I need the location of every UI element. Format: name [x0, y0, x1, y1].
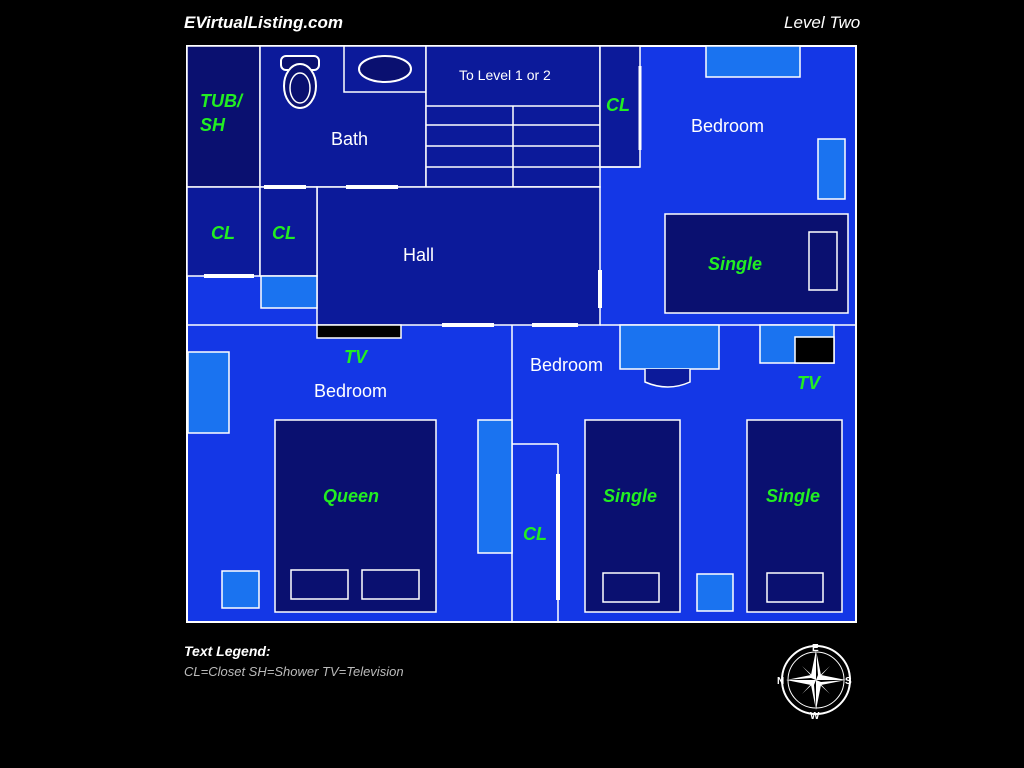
legend-text: CL=Closet SH=Shower TV=Television: [184, 664, 404, 679]
closet-top: [599, 45, 641, 168]
beds: [274, 213, 849, 613]
tv-right-unit: [794, 336, 835, 364]
closet-left-1-label: CL: [211, 223, 235, 243]
compass-e: E: [812, 643, 819, 654]
bedroom-sw-label: Bedroom: [314, 381, 387, 401]
bedroom-ne-label: Bedroom: [691, 116, 764, 136]
closet-left-2-label: CL: [272, 223, 296, 243]
site-title: EVirtualListing.com: [184, 13, 344, 32]
closet-bottom-label: CL: [523, 524, 547, 544]
compass-w: W: [810, 711, 820, 722]
hall-label: Hall: [403, 245, 434, 265]
tv-left-unit: [316, 324, 402, 339]
tub-label-1: TUB/: [200, 91, 244, 111]
legend-title: Text Legend:: [184, 643, 271, 659]
single-2-label: Single: [766, 486, 820, 506]
furniture: [187, 45, 846, 612]
tub-label-2: SH: [200, 115, 226, 135]
toilet-icon: [280, 55, 320, 109]
sink-icon: [358, 55, 412, 83]
single-1-label: Single: [603, 486, 657, 506]
compass-n: N: [777, 676, 784, 687]
chair-icon: [644, 369, 691, 388]
stairs-label: To Level 1 or 2: [459, 67, 551, 83]
bath-label: Bath: [331, 129, 368, 149]
compass-rose-icon: E W N S: [777, 643, 852, 722]
bedroom-se-label: Bedroom: [530, 355, 603, 375]
tv-left-label: TV: [344, 347, 369, 367]
pillows: [290, 231, 838, 603]
closet-left-1: [186, 186, 261, 277]
queen-label: Queen: [323, 486, 379, 506]
level-title: Level Two: [784, 13, 861, 32]
compass-s: S: [845, 676, 852, 687]
single-ne-label: Single: [708, 254, 762, 274]
tv-right-label: TV: [797, 373, 822, 393]
hall: [316, 186, 601, 326]
closet-top-label: CL: [606, 95, 630, 115]
